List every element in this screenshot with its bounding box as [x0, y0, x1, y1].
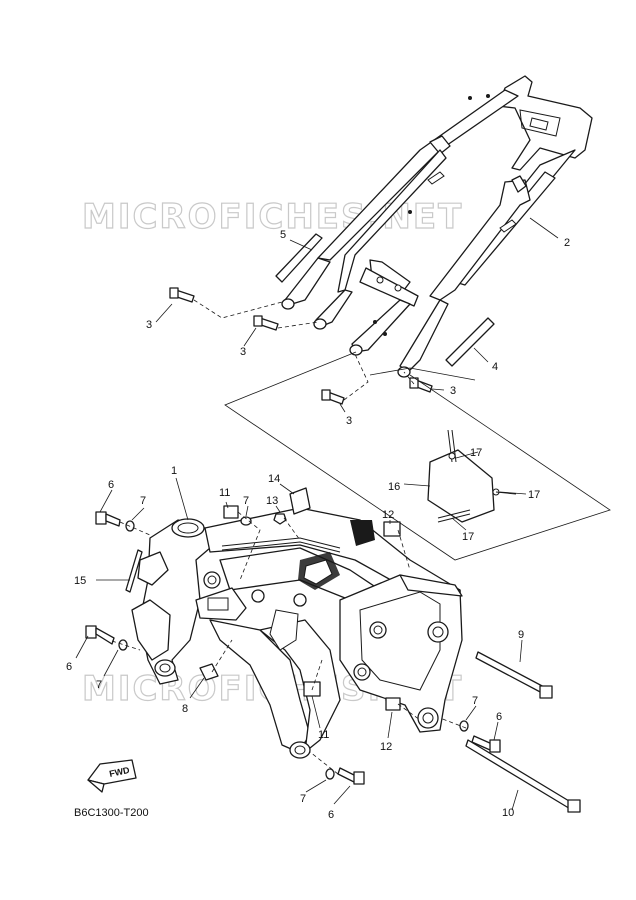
fastener-group-left-lower: [85, 625, 128, 651]
long-bolt-10: [465, 739, 581, 813]
part-5-bracket: [275, 233, 323, 283]
callout-2: 2: [564, 237, 570, 249]
watermark-top: MICROFICHES.NET: [82, 197, 463, 237]
callout-7: 7: [96, 679, 102, 691]
callout-12: 12: [382, 509, 394, 521]
leader-lines: [75, 217, 559, 811]
callout-7: 7: [140, 495, 146, 507]
part-14-label: [289, 487, 311, 515]
callout-7: 7: [243, 495, 249, 507]
fastener-group-left-upper: [95, 511, 135, 532]
callout-15: 15: [74, 575, 86, 587]
reference-code: B6C1300-T200: [74, 807, 149, 819]
long-bolt-9: [475, 651, 553, 699]
callout-3: 3: [450, 385, 456, 397]
callout-3: 3: [240, 346, 246, 358]
fwd-label: FWD: [108, 765, 131, 779]
fwd-arrow-icon: FWD: [87, 759, 137, 793]
callout-10: 10: [502, 807, 514, 819]
callout-6: 6: [328, 809, 334, 821]
part-15-plate: [125, 549, 143, 593]
callout-6: 6: [66, 661, 72, 673]
callout-3: 3: [146, 319, 152, 331]
callout-4: 4: [492, 361, 498, 373]
callout-6: 6: [108, 479, 114, 491]
callout-11: 11: [318, 729, 329, 741]
callout-7: 7: [300, 793, 306, 805]
callout-11: 11: [219, 487, 230, 499]
callout-16: 16: [388, 481, 400, 493]
callout-17: 17: [470, 447, 482, 459]
callout-7: 7: [472, 695, 478, 707]
callout-1: 1: [171, 465, 177, 477]
callout-6: 6: [496, 711, 502, 723]
callout-3: 3: [346, 415, 352, 427]
callout-13: 13: [266, 495, 278, 507]
callout-12: 12: [380, 741, 392, 753]
part-4-bracket: [445, 317, 495, 367]
callout-labels: 1 2 3 3 3 3 4 5 6 6 6 6 7 7 7 7 7 8 9 10…: [66, 229, 570, 821]
callout-5: 5: [280, 229, 286, 241]
part-16-plate: [427, 429, 517, 523]
callout-17: 17: [462, 531, 474, 543]
main-frame: [131, 507, 463, 759]
bolt-3-group: [169, 287, 433, 405]
callout-9: 9: [518, 629, 524, 641]
callout-14: 14: [268, 473, 280, 485]
callout-17: 17: [528, 489, 540, 501]
rear-subframe: [281, 75, 593, 378]
callout-8: 8: [182, 703, 188, 715]
